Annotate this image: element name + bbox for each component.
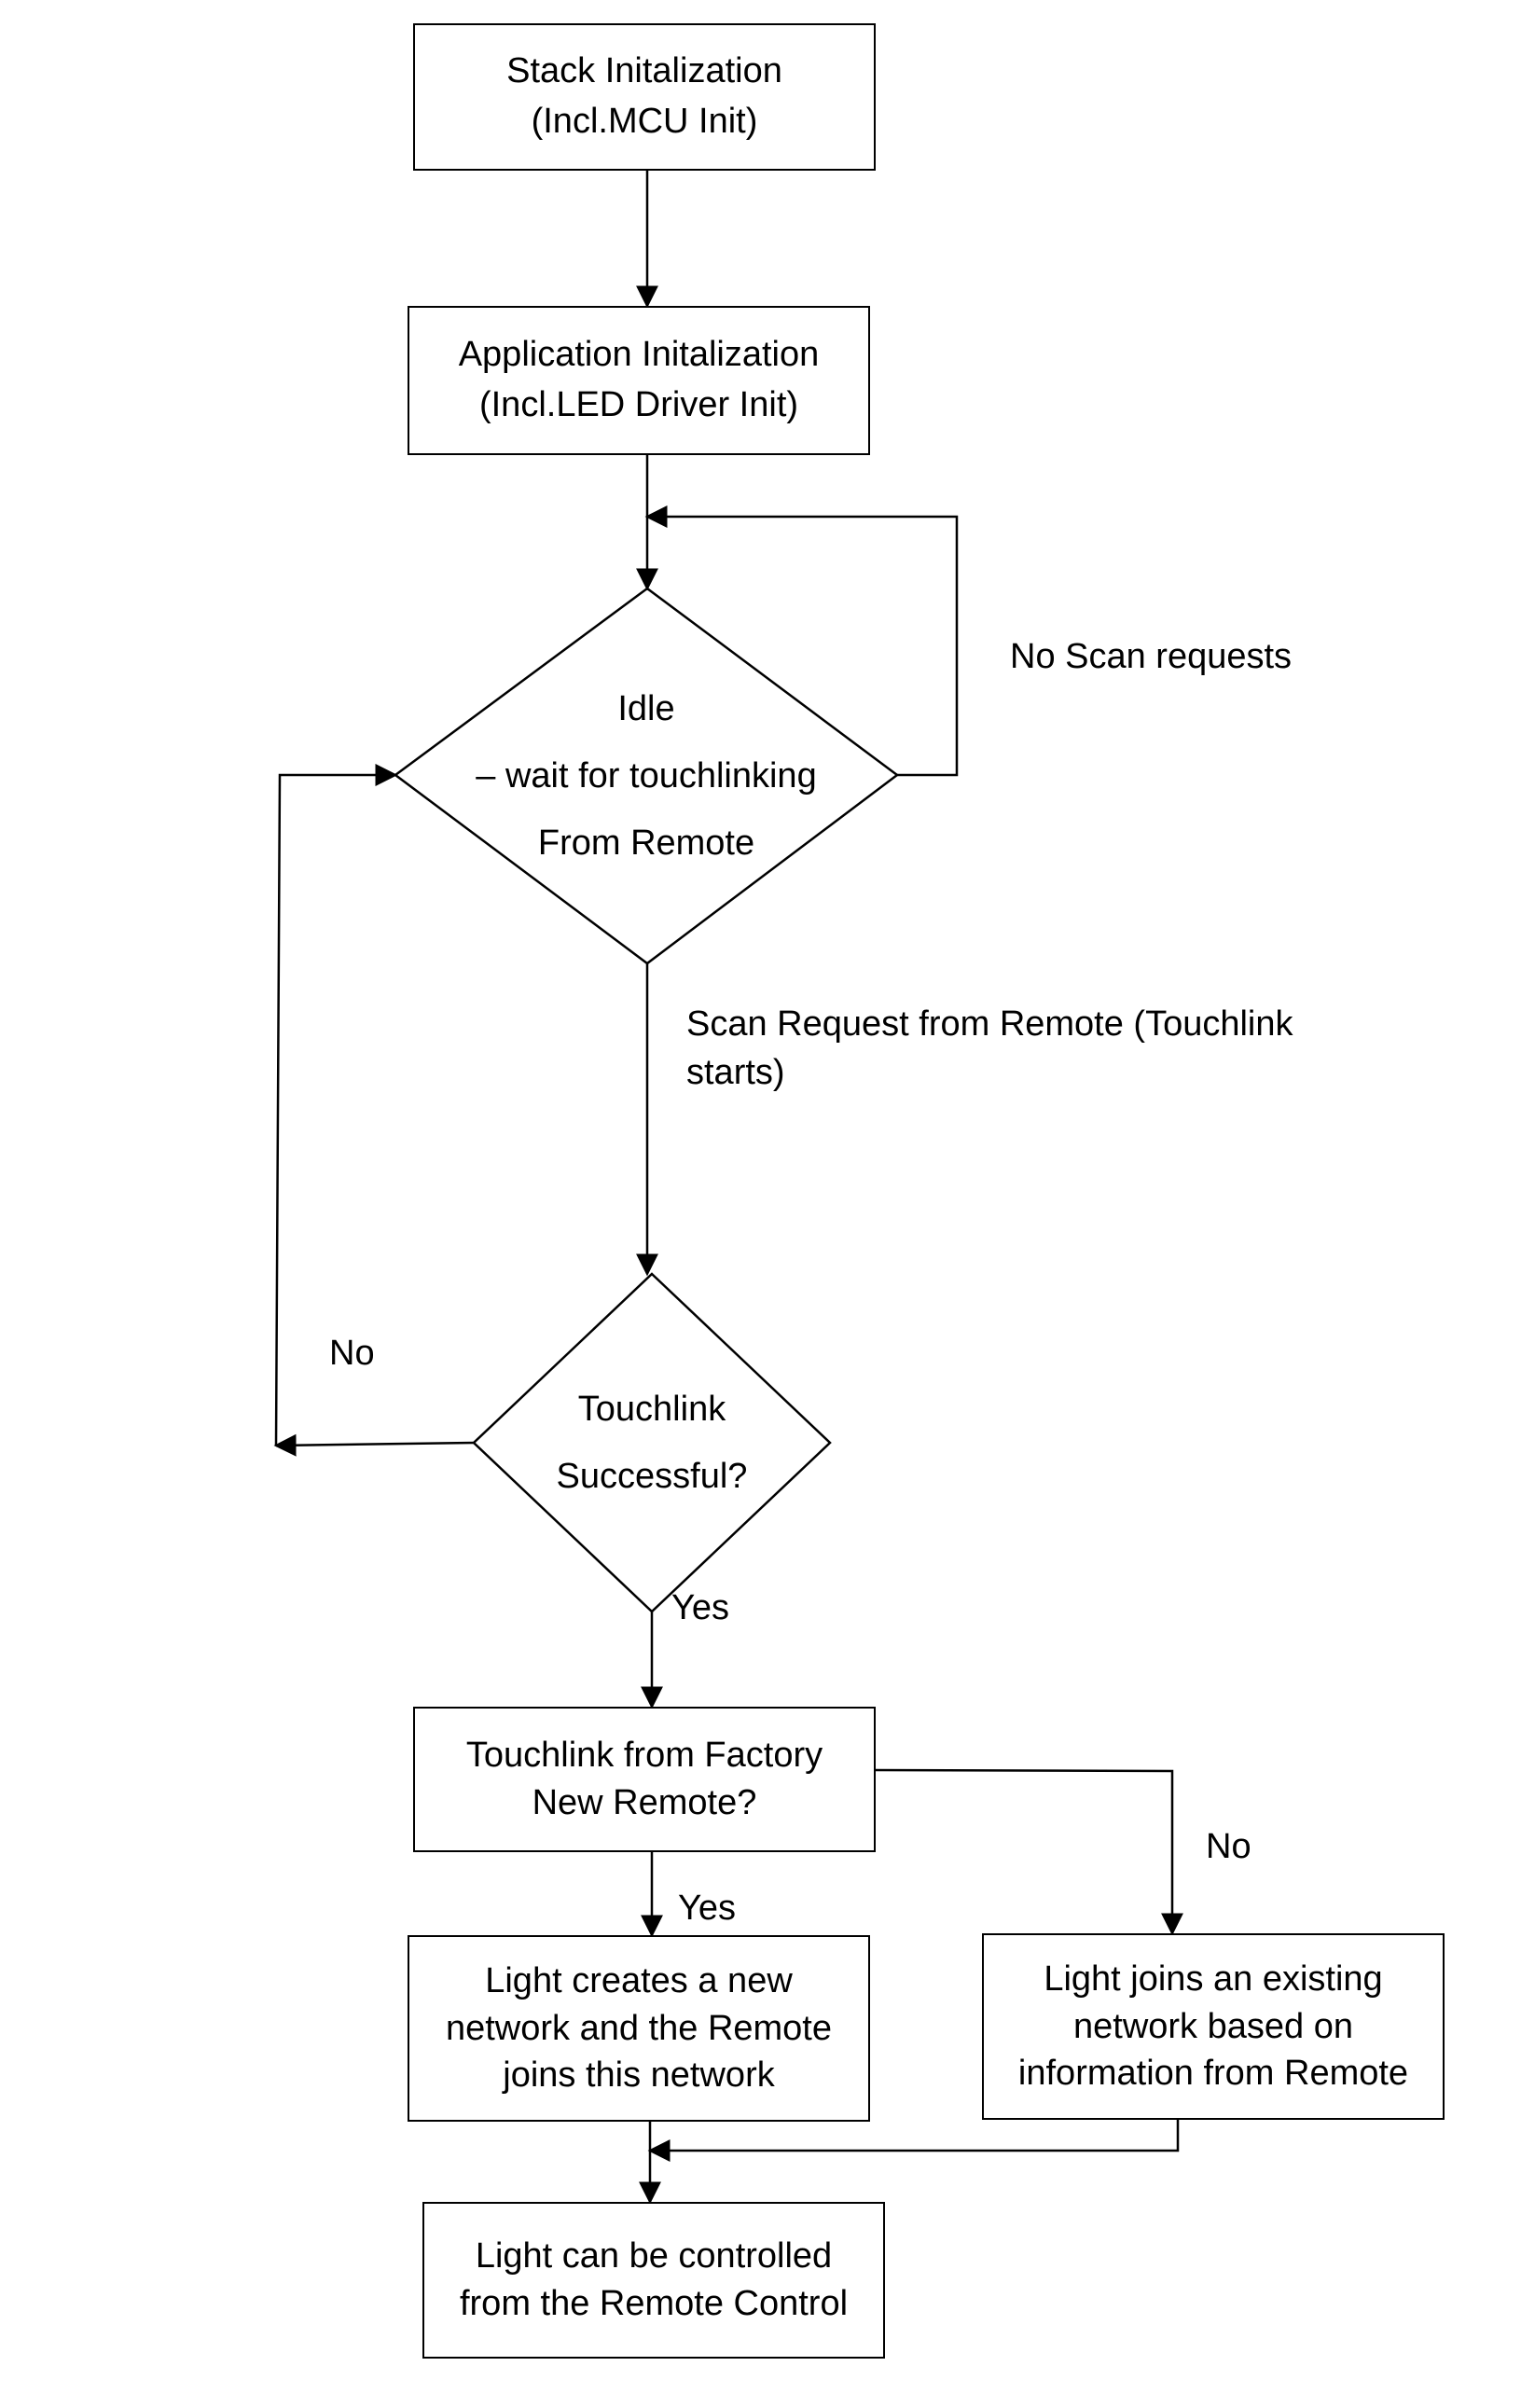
edge-label-line: Scan Request from Remote (Touchlink (686, 1004, 1293, 1044)
node-text: joins this network (503, 2055, 775, 2096)
node-text: Light creates a new (485, 1961, 793, 2001)
node-text: Idle (617, 688, 675, 728)
node-create-network: Light creates a new network and the Remo… (408, 1935, 870, 2122)
edge-label-no-scan: No Scan requests (1010, 637, 1293, 676)
arrow-join-to-controlled (647, 2120, 1180, 2162)
node-text: Light joins an existing (1044, 1959, 1383, 2000)
node-text: – wait for touchlinking (476, 755, 817, 796)
node-text: from the Remote Control (459, 2284, 849, 2323)
edge-label-factory-yes: Yes (678, 1889, 736, 1928)
edge-label-factory-no: No (1206, 1827, 1251, 1866)
node-idle: Idle – wait for touchlinking From Remote (395, 588, 897, 963)
node-text: Stack Initalization (506, 51, 782, 91)
node-text: Application Initalization (458, 335, 820, 375)
node-text: Touchlink from Factory (465, 1736, 823, 1776)
edge-label-line: starts) (686, 1053, 785, 1093)
node-text: network based on (1073, 2006, 1353, 2046)
arrow-touchlink-no (273, 1433, 475, 1457)
edge-label-scan-request: Scan Request from Remote (Touchlink star… (686, 1000, 1293, 1098)
node-join-network: Light joins an existing network based on… (982, 1933, 1445, 2120)
node-text: Successful? (556, 1457, 748, 1496)
node-text: From Remote (537, 823, 755, 864)
arrow-touchlink-no-return (274, 764, 398, 1446)
node-controlled: Light can be controlled from the Remote … (422, 2202, 885, 2359)
node-text: Touchlink (577, 1389, 726, 1429)
node-text: (Incl.MCU Init) (531, 102, 758, 141)
edge-label-touchlink-yes: Yes (671, 1588, 729, 1627)
arrow-idle-loop-no-scan (644, 505, 959, 777)
node-stack-init: Stack Initalization (Incl.MCU Init) (413, 23, 876, 171)
node-text: (Incl.LED Driver Init) (478, 385, 799, 424)
node-touchlink-successful: Touchlink Successful? (474, 1274, 830, 1612)
node-text: information from Remote (1017, 2054, 1409, 2094)
arrow-factory-no (874, 1768, 1183, 1936)
node-app-init: Application Initalization (Incl.LED Driv… (408, 306, 870, 455)
node-text: network and the Remote (445, 2008, 832, 2048)
node-factory-new-remote: Touchlink from Factory New Remote? (413, 1707, 876, 1852)
node-text: Light can be controlled (475, 2236, 833, 2277)
node-text: New Remote? (532, 1783, 757, 1822)
edge-label-touchlink-no: No (329, 1334, 375, 1373)
